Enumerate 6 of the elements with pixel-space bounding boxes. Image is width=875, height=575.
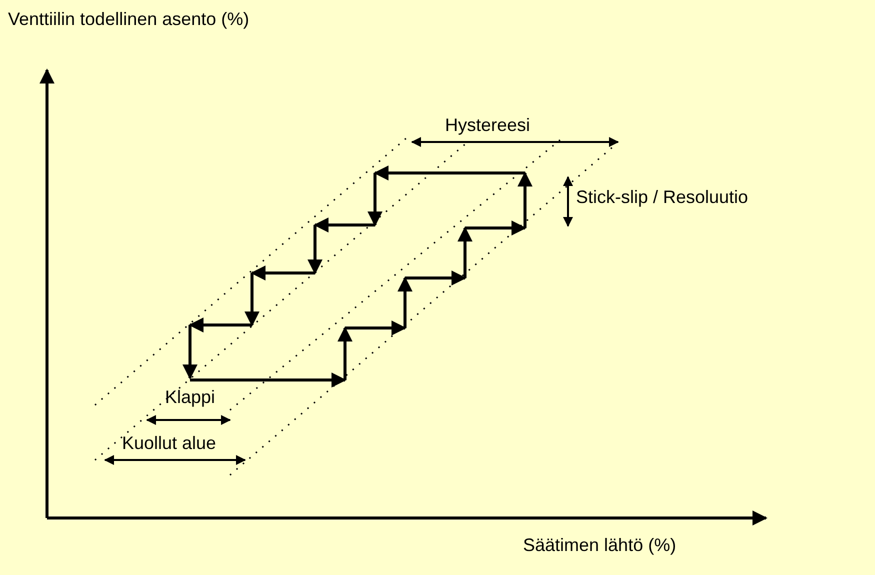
dimension-label: Stick-slip / Resoluutio <box>576 186 748 208</box>
dimension-label: Hystereesi <box>445 114 530 136</box>
dimension-label: Klappi <box>165 386 216 408</box>
dimension-label: Kuollut alue <box>122 432 216 454</box>
axis-label: Venttiilin todellinen asento (%) <box>8 8 250 30</box>
axis-label: Säätimen lähtö (%) <box>523 534 676 556</box>
